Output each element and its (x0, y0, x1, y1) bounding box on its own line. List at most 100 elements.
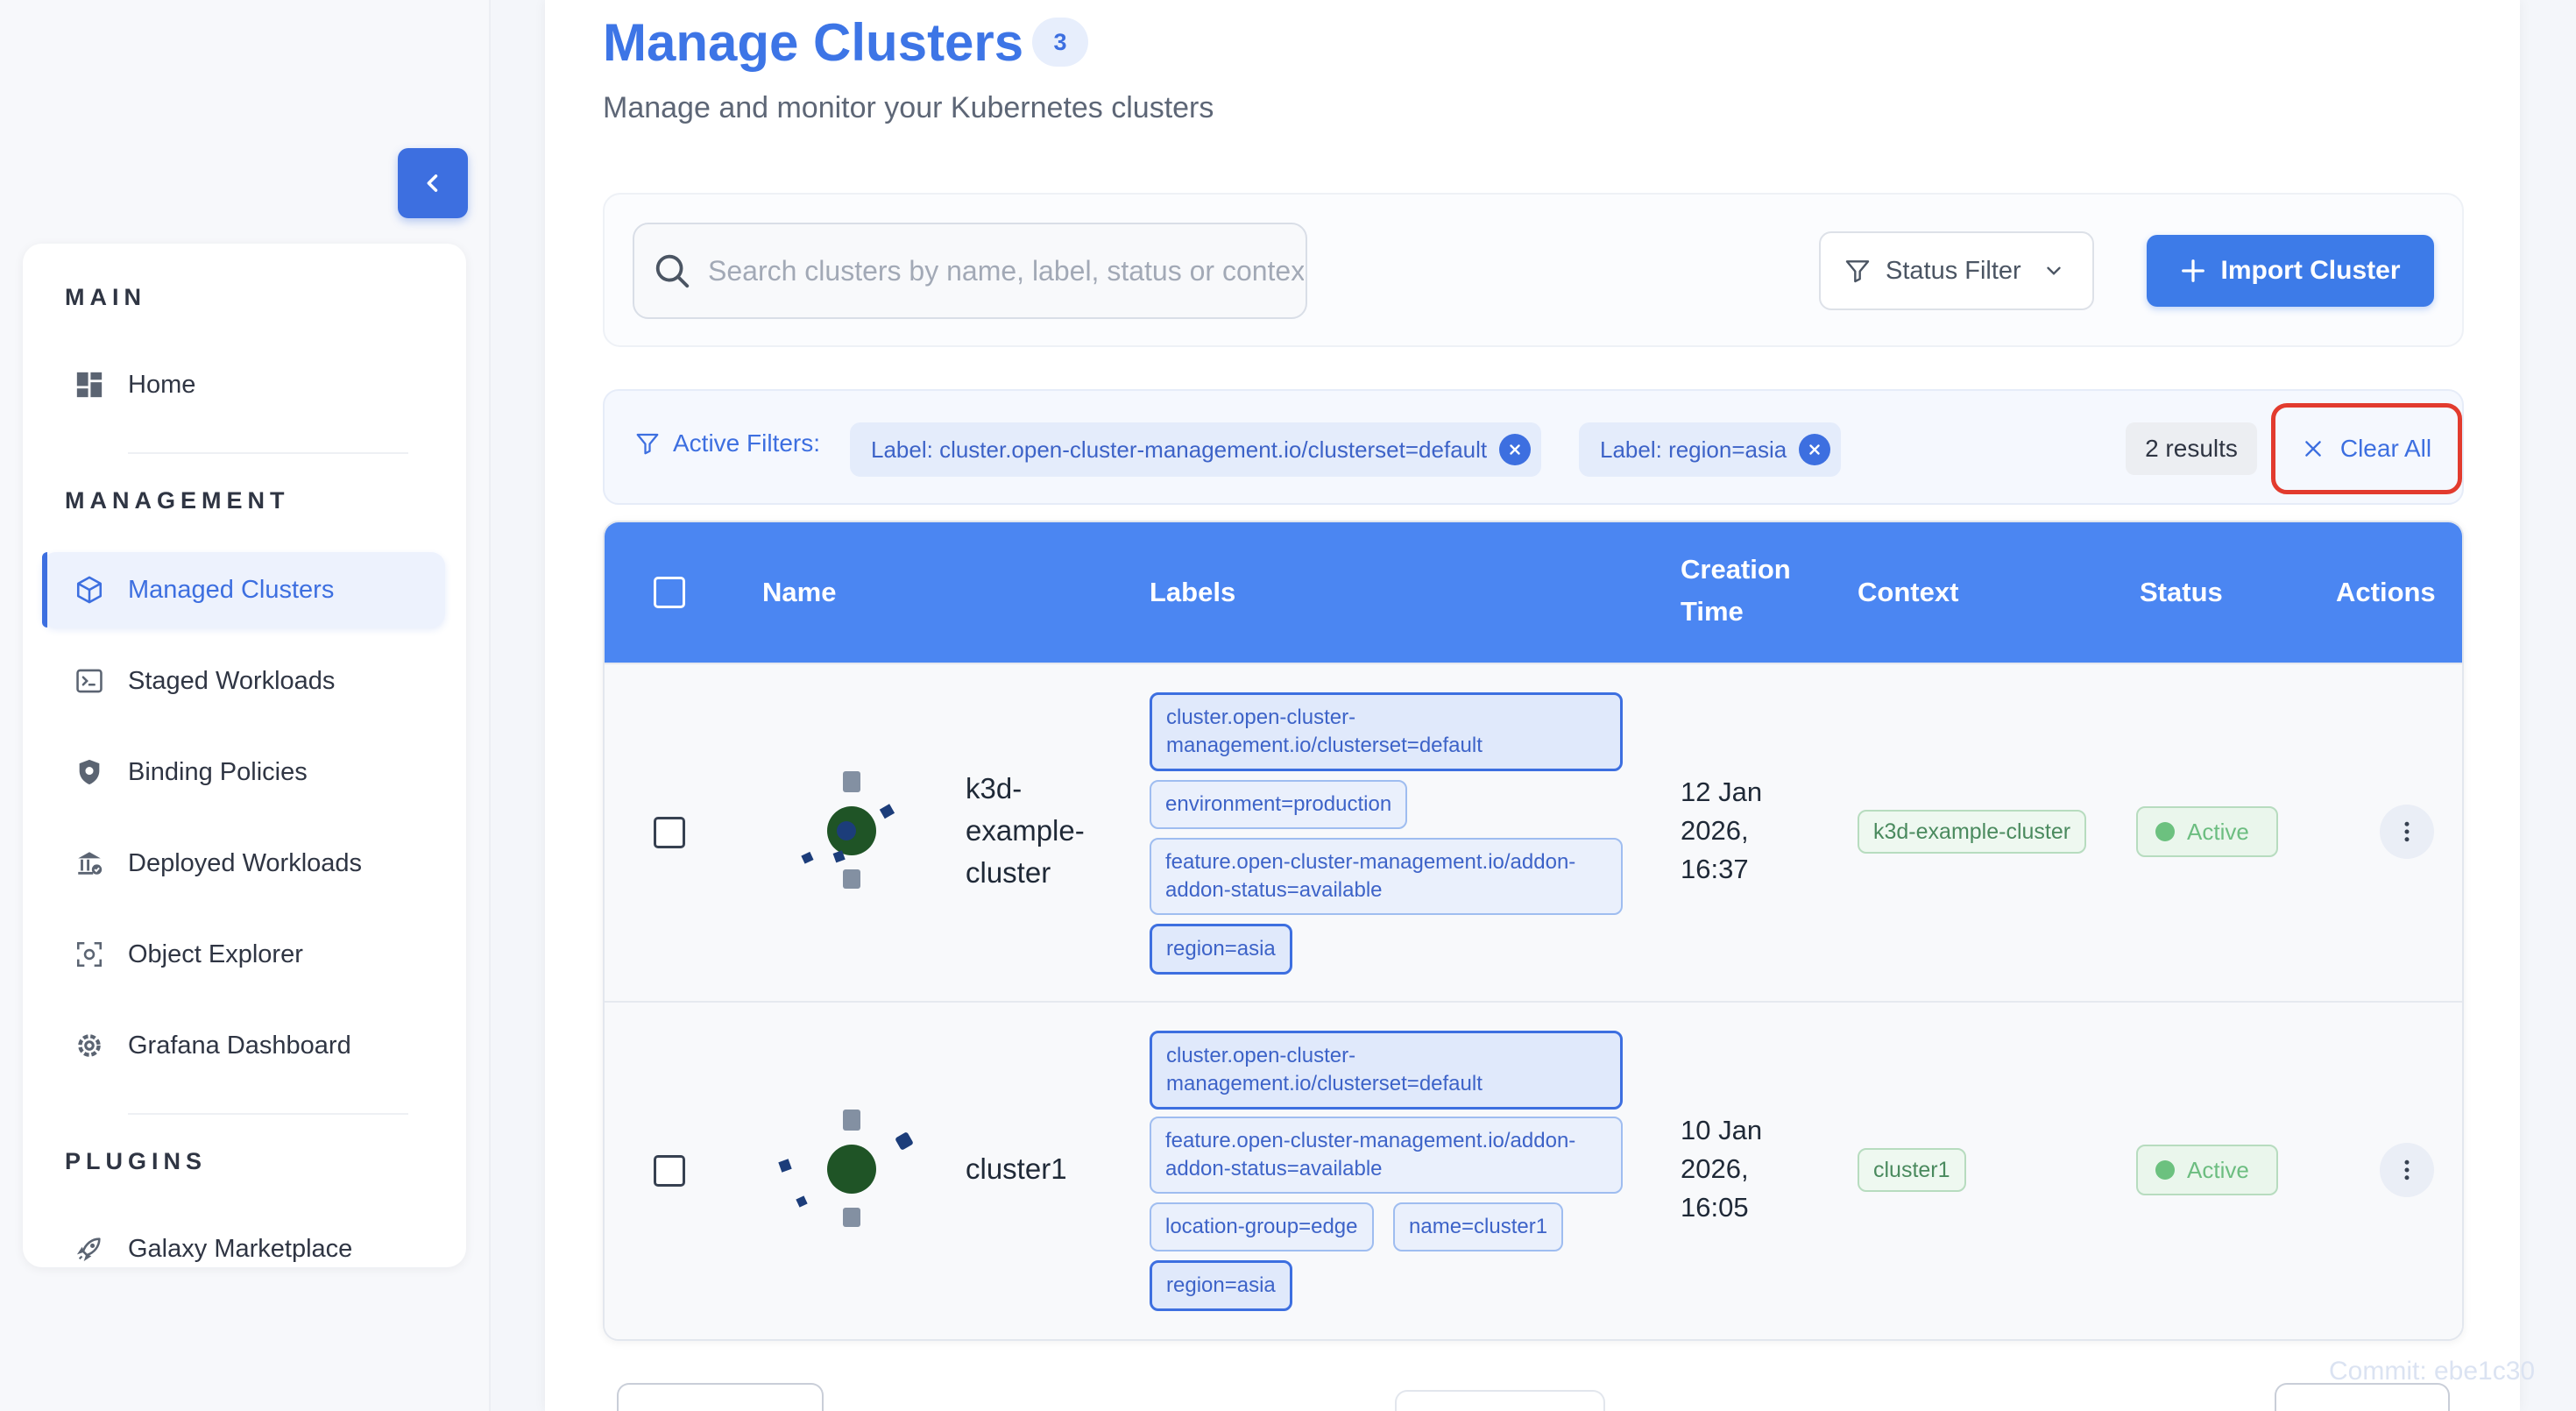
row-actions-button[interactable] (2380, 1143, 2434, 1197)
more-vertical-icon (2404, 1159, 2410, 1181)
status-filter-label: Status Filter (1886, 256, 2021, 285)
row-select-checkbox[interactable] (654, 817, 685, 848)
sidebar-item-label: Staged Workloads (128, 666, 336, 695)
chevron-left-icon (427, 174, 438, 192)
plus-icon (2182, 259, 2205, 282)
cube-icon (72, 572, 107, 607)
creation-time: 10 Jan 2026, 16:05 (1681, 1111, 1803, 1227)
sidebar-item-galaxy-marketplace[interactable]: Galaxy Marketplace (42, 1211, 445, 1267)
sidebar-item-label: Galaxy Marketplace (128, 1234, 353, 1263)
row-select-checkbox[interactable] (654, 1155, 685, 1187)
creation-time-line: 2026, (1681, 815, 1749, 846)
sidebar-item-label: Object Explorer (128, 939, 303, 968)
pagination-indicator (1395, 1390, 1605, 1411)
creation-time-line: 16:37 (1681, 854, 1749, 884)
filter-chip-region: Label: region=asia (1579, 422, 1842, 477)
column-header-labels: Labels (1150, 577, 1236, 607)
label-tag[interactable]: environment=production (1150, 780, 1408, 829)
commit-hash: Commit: ebe1c30 (2329, 1357, 2536, 1386)
section-title-plugins: PLUGINS (65, 1148, 208, 1174)
focus-icon (72, 937, 107, 972)
column-header-name[interactable]: Name (762, 577, 837, 607)
cluster-name-line: k3d- (966, 772, 1023, 805)
results-count-badge: 2 results (2126, 422, 2257, 475)
creation-time-line: 10 Jan (1681, 1115, 1763, 1145)
label-tag-text: region=asia (1166, 937, 1276, 961)
label-tag[interactable]: region=asia (1150, 924, 1292, 975)
cluster-name[interactable]: cluster1 (966, 1148, 1115, 1190)
table-row[interactable]: cluster1 cluster.open-cluster- managemen… (605, 1001, 2462, 1339)
search-icon (655, 254, 690, 288)
more-vertical-icon (2404, 821, 2410, 842)
label-tag[interactable]: region=asia (1150, 1260, 1292, 1311)
column-header-creation-time[interactable]: Creation Time (1681, 549, 1791, 633)
sidebar-item-home[interactable]: Home (42, 347, 445, 422)
cluster-logo-icon (801, 771, 895, 889)
page-subtitle: Manage and monitor your Kubernetes clust… (603, 91, 1214, 124)
column-header-text: Creation (1681, 554, 1791, 585)
sidebar-collapse-button[interactable] (398, 148, 468, 218)
active-filters-bar: Active Filters: Label: cluster.open-clus… (603, 389, 2464, 505)
sidebar-item-managed-clusters[interactable]: Managed Clusters (42, 552, 445, 628)
label-tag-text: cluster.open-cluster- (1166, 706, 1356, 729)
label-tag-text: management.io/clusterset=default (1166, 1072, 1483, 1095)
close-icon (1809, 444, 1820, 455)
clear-all-label: Clear All (2339, 435, 2432, 462)
status-badge: Active (2136, 1145, 2278, 1195)
label-tag[interactable]: feature.open-cluster-management.io/addon… (1150, 1117, 1623, 1194)
search-box[interactable] (633, 223, 1307, 319)
label-tag-text: location-group=edge (1165, 1215, 1358, 1238)
column-header-actions: Actions (2336, 577, 2436, 607)
chevron-down-icon (2047, 266, 2061, 275)
main-panel: Manage Clusters 3 Manage and monitor you… (545, 0, 2520, 1411)
status-label: Active (2187, 1156, 2249, 1183)
creation-time-line: 12 Jan (1681, 776, 1763, 807)
clear-all-filters-button[interactable]: Clear All (2271, 403, 2462, 494)
sidebar-item-grafana-dashboard[interactable]: Grafana Dashboard (42, 1008, 445, 1083)
table-row[interactable]: k3d- example- cluster cluster.open-clust… (605, 663, 2462, 1001)
label-tag-text: name=cluster1 (1409, 1215, 1548, 1238)
sidebar-item-label: Binding Policies (128, 757, 308, 786)
status-badge: Active (2136, 806, 2278, 857)
sidebar-item-binding-policies[interactable]: Binding Policies (42, 734, 445, 810)
status-dot-icon (2155, 822, 2175, 841)
context-badge: k3d-example-cluster (1858, 810, 2087, 854)
label-tag[interactable]: feature.open-cluster-management.io/addon… (1150, 838, 1623, 915)
sidebar-column: MAIN Home MANAGEMENT Managed Clusters St… (0, 0, 491, 1411)
sidebar-item-label: Home (128, 370, 196, 399)
label-tag-text: addon-status=available (1165, 1157, 1383, 1181)
row-actions-button[interactable] (2380, 805, 2434, 859)
filter-chip-label: Label: cluster.open-cluster-management.i… (871, 436, 1488, 463)
filter-icon (636, 433, 659, 455)
label-tag[interactable]: cluster.open-cluster- management.io/clus… (1150, 692, 1623, 771)
label-tag-text: management.io/clusterset=default (1166, 734, 1483, 757)
label-tag[interactable]: location-group=edge (1150, 1202, 1374, 1251)
sidebar-item-object-explorer[interactable]: Object Explorer (42, 917, 445, 992)
search-input[interactable] (708, 254, 1304, 287)
section-title-management: MANAGEMENT (65, 487, 290, 514)
close-icon (2305, 441, 2321, 457)
remove-filter-button[interactable] (1499, 434, 1532, 465)
cluster-name[interactable]: k3d- example- cluster (966, 768, 1115, 894)
context-badge: cluster1 (1858, 1148, 1966, 1192)
status-label: Active (2187, 818, 2249, 845)
close-icon (1510, 444, 1520, 455)
remove-filter-button[interactable] (1799, 434, 1831, 465)
sidebar-item-label: Deployed Workloads (128, 848, 363, 877)
select-all-checkbox[interactable] (654, 577, 685, 608)
pagination-next-button[interactable] (2275, 1383, 2450, 1411)
cluster-logo-icon (778, 1110, 913, 1227)
pagination-previous-button[interactable] (617, 1383, 824, 1411)
label-tag[interactable]: name=cluster1 (1393, 1202, 1564, 1251)
filter-chip-clusterset: Label: cluster.open-cluster-management.i… (850, 422, 1542, 477)
status-filter-dropdown[interactable]: Status Filter (1819, 231, 2094, 310)
sidebar-item-label: Managed Clusters (128, 575, 335, 604)
cluster-count-badge: 3 (1032, 18, 1088, 67)
active-filters-label: Active Filters: (673, 429, 821, 457)
import-cluster-button[interactable]: Import Cluster (2147, 235, 2434, 307)
import-cluster-label: Import Cluster (2220, 256, 2401, 285)
sidebar-item-deployed-workloads[interactable]: Deployed Workloads (42, 826, 445, 901)
divider (128, 452, 408, 454)
sidebar-item-staged-workloads[interactable]: Staged Workloads (42, 643, 445, 719)
label-tag[interactable]: cluster.open-cluster- management.io/clus… (1150, 1031, 1623, 1110)
